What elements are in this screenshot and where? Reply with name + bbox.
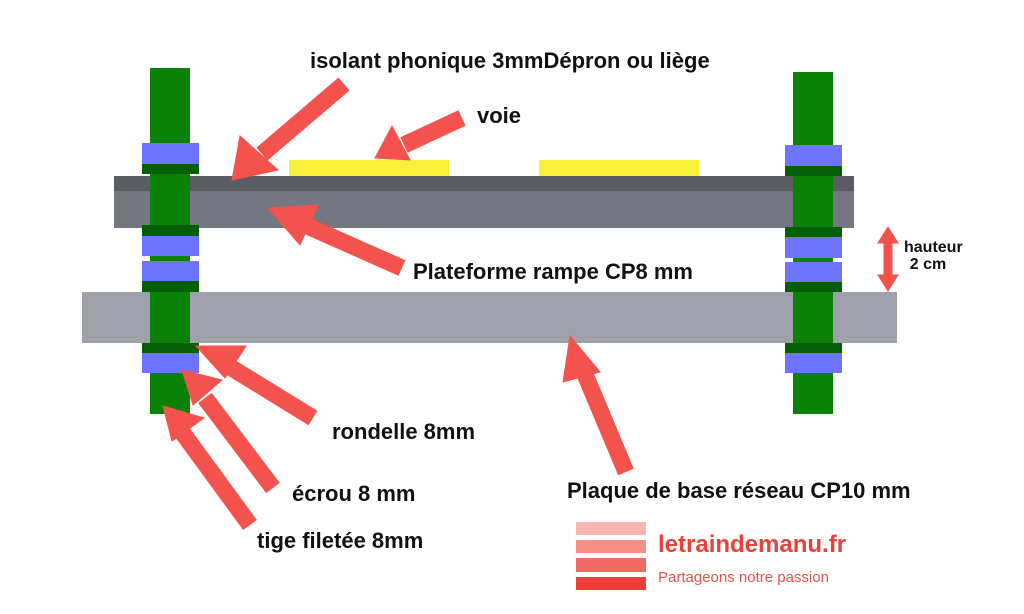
arrow-platform-icon (266, 204, 406, 276)
arrow-nut-icon (181, 369, 280, 494)
nut-left-top (142, 164, 199, 174)
label-base-plate: Plaque de base réseau CP10 mm (567, 478, 911, 503)
label-height-line1: hauteur (904, 239, 963, 256)
nut-right-over-base (785, 282, 842, 292)
height-double-arrow-icon (877, 226, 899, 292)
washer-left-mid2 (142, 261, 199, 281)
logo-stripe-4 (576, 577, 646, 590)
arrow-washer-icon (194, 345, 318, 426)
base-plate (82, 292, 897, 343)
insulation-layer (114, 176, 854, 191)
nut-left-under-base (142, 343, 199, 353)
brand-tagline: Partageons notre passion (658, 569, 829, 586)
label-height-line2: 2 cm (909, 255, 947, 273)
track-rail-1 (289, 160, 449, 176)
nut-left-under-platform (142, 225, 199, 236)
washer-right-mid2 (785, 262, 842, 282)
washer-left-bottom (142, 353, 199, 373)
arrow-insulation-icon (231, 77, 350, 181)
logo-stripe-1 (576, 522, 646, 535)
arrow-rod-icon (162, 405, 257, 531)
ramp-platform (114, 190, 854, 228)
label-nut: écrou 8 mm (292, 481, 416, 506)
label-track: voie (477, 103, 522, 128)
nut-right-top (785, 166, 842, 176)
washer-left-mid1 (142, 236, 199, 256)
rod-segment-right (793, 176, 833, 343)
nut-right-under-base (785, 343, 842, 353)
brand-site-name: letraindemanu.fr (658, 531, 847, 558)
washer-right-top (785, 145, 842, 166)
label-washer: rondelle 8mm (332, 419, 476, 444)
label-height: hauteur 2 cm (904, 239, 963, 274)
arrow-track-icon (374, 110, 466, 161)
nut-right-under-platform (785, 227, 842, 237)
nut-left-over-base (142, 281, 199, 292)
label-insulation: isolant phonique 3mmDépron ou liège (310, 48, 710, 73)
logo-stripe-3 (576, 558, 646, 572)
track-rail-2 (539, 160, 699, 176)
washer-right-mid1 (785, 237, 842, 258)
washer-left-top (142, 143, 199, 164)
logo-stripe-2 (576, 540, 646, 553)
label-threaded-rod: tige filetée 8mm (257, 528, 424, 553)
label-ramp-platform: Plateforme rampe CP8 mm (413, 259, 693, 284)
washer-right-bottom (785, 353, 842, 373)
arrow-base-plate-icon (562, 334, 634, 476)
rod-segment-left (150, 176, 190, 343)
